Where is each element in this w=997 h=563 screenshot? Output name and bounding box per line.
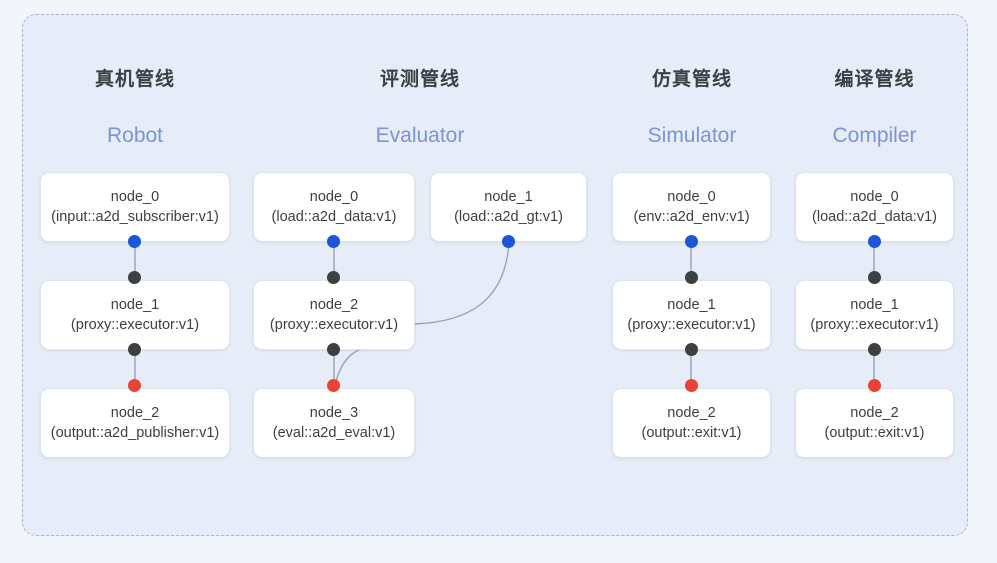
column-title-evaluator: 评测管线 xyxy=(379,69,460,90)
node-compiler-0[interactable]: node_0 (load::a2d_data:v1) xyxy=(795,172,954,242)
handle-output-evaluator-1[interactable] xyxy=(502,235,515,248)
node-evaluator-1[interactable]: node_1 (load::a2d_gt:v1) xyxy=(430,172,587,242)
handle-input-compiler-1[interactable] xyxy=(868,271,881,284)
handle-input-robot-2[interactable] xyxy=(128,379,141,392)
node-simulator-1[interactable]: node_1 (proxy::executor:v1) xyxy=(612,280,771,350)
column-title-robot: 真机管线 xyxy=(94,69,175,90)
column-title-simulator: 仿真管线 xyxy=(651,69,732,90)
node-label-type: (proxy::executor:v1) xyxy=(269,316,399,333)
node-label-type: (load::a2d_gt:v1) xyxy=(454,208,563,225)
column-subtitle-simulator: Simulator xyxy=(647,124,737,147)
node-robot-2[interactable]: node_2 (output::a2d_publisher:v1) xyxy=(40,388,230,458)
node-label-name: node_2 xyxy=(309,296,359,313)
handle-output-evaluator-2[interactable] xyxy=(327,343,340,356)
node-evaluator-3[interactable]: node_3 (eval::a2d_eval:v1) xyxy=(253,388,415,458)
handle-input-evaluator-2[interactable] xyxy=(327,271,340,284)
node-robot-1[interactable]: node_1 (proxy::executor:v1) xyxy=(40,280,230,350)
node-compiler-1[interactable]: node_1 (proxy::executor:v1) xyxy=(795,280,954,350)
node-label-type: (proxy::executor:v1) xyxy=(627,316,756,333)
node-label-name: node_1 xyxy=(110,296,160,313)
node-label-type: (output::exit:v1) xyxy=(641,424,742,441)
handle-output-evaluator-0[interactable] xyxy=(327,235,340,248)
handle-input-compiler-2[interactable] xyxy=(868,379,881,392)
node-label-type: (proxy::executor:v1) xyxy=(810,316,939,333)
node-label-name: node_1 xyxy=(484,188,533,205)
column-subtitle-evaluator: Evaluator xyxy=(375,124,465,147)
node-label-name: node_1 xyxy=(850,296,899,313)
node-evaluator-2[interactable]: node_2 (proxy::executor:v1) xyxy=(253,280,415,350)
node-label-name: node_0 xyxy=(850,188,899,205)
handle-input-simulator-1[interactable] xyxy=(685,271,698,284)
column-title-compiler: 编译管线 xyxy=(834,69,915,90)
node-label-name: node_2 xyxy=(667,404,716,421)
node-simulator-0[interactable]: node_0 (env::a2d_env:v1) xyxy=(612,172,771,242)
node-robot-0[interactable]: node_0 (input::a2d_subscriber:v1) xyxy=(40,172,230,242)
node-label-name: node_3 xyxy=(309,404,359,421)
node-label-name: node_2 xyxy=(110,404,160,421)
handle-input-robot-1[interactable] xyxy=(128,271,141,284)
node-label-type: (input::a2d_subscriber:v1) xyxy=(51,208,219,225)
handle-output-robot-0[interactable] xyxy=(128,235,141,248)
node-label-name: node_0 xyxy=(110,188,160,205)
node-label-name: node_0 xyxy=(667,188,716,205)
node-label-type: (load::a2d_data:v1) xyxy=(271,208,397,225)
column-subtitle-compiler: Compiler xyxy=(832,124,917,147)
handle-output-simulator-0[interactable] xyxy=(685,235,698,248)
handle-output-compiler-0[interactable] xyxy=(868,235,881,248)
node-label-type: (proxy::executor:v1) xyxy=(70,316,200,333)
node-evaluator-0[interactable]: node_0 (load::a2d_data:v1) xyxy=(253,172,415,242)
handle-output-robot-1[interactable] xyxy=(128,343,141,356)
node-label-type: (output::exit:v1) xyxy=(824,424,925,441)
handle-output-simulator-1[interactable] xyxy=(685,343,698,356)
node-label-name: node_1 xyxy=(667,296,716,313)
node-label-type: (output::a2d_publisher:v1) xyxy=(50,424,220,441)
node-compiler-2[interactable]: node_2 (output::exit:v1) xyxy=(795,388,954,458)
node-label-type: (eval::a2d_eval:v1) xyxy=(272,424,396,441)
handle-input-simulator-2[interactable] xyxy=(685,379,698,392)
node-simulator-2[interactable]: node_2 (output::exit:v1) xyxy=(612,388,771,458)
node-label-name: node_2 xyxy=(850,404,899,421)
node-label-type: (env::a2d_env:v1) xyxy=(633,208,750,225)
column-subtitle-robot: Robot xyxy=(106,124,164,147)
handle-output-compiler-1[interactable] xyxy=(868,343,881,356)
handle-input-evaluator-3[interactable] xyxy=(327,379,340,392)
node-label-type: (load::a2d_data:v1) xyxy=(812,208,937,225)
node-label-name: node_0 xyxy=(309,188,359,205)
